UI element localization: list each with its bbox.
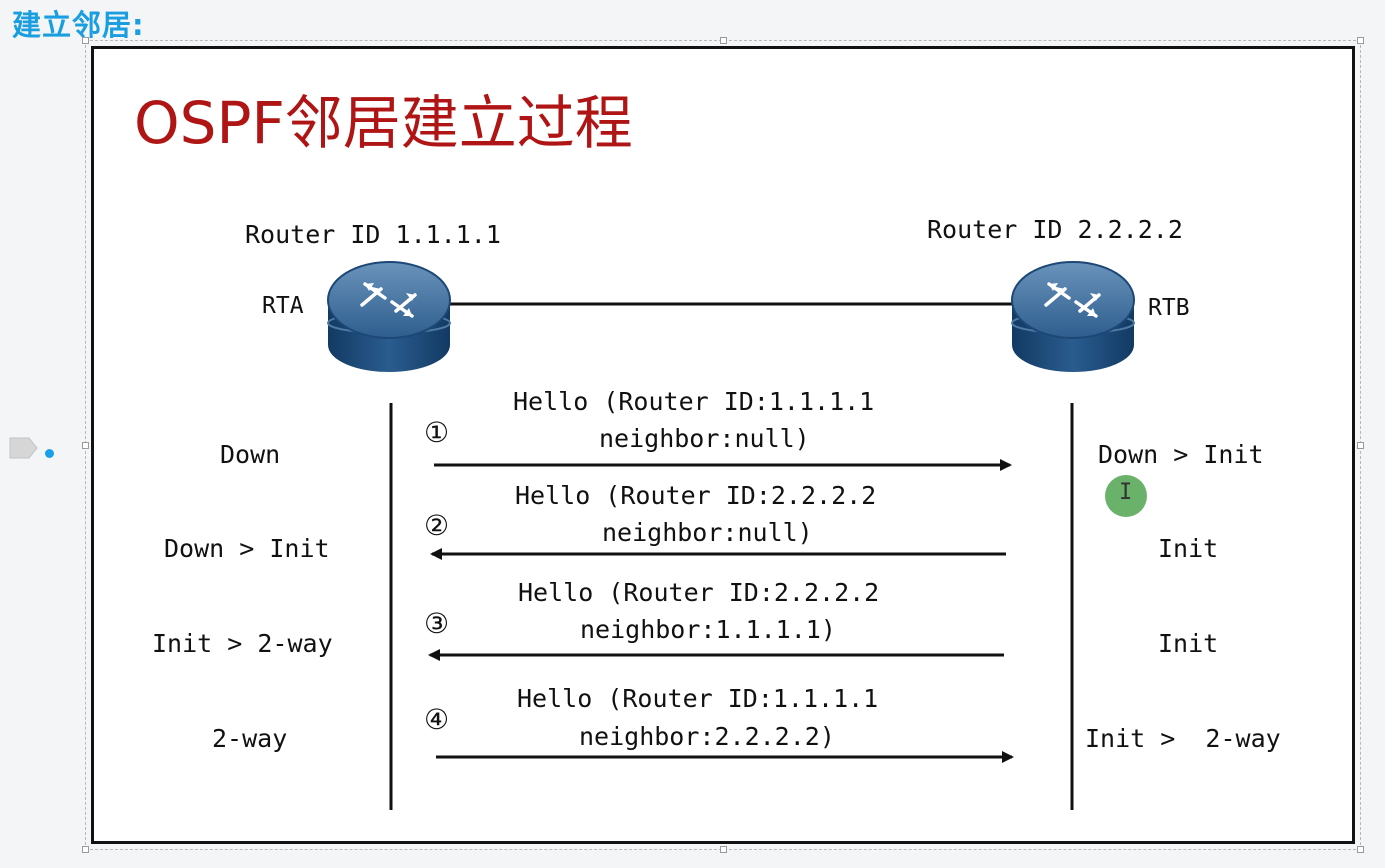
step-2-neighbor: neighbor:null)	[602, 518, 813, 547]
rtb-router-id: Router ID 2.2.2.2	[927, 215, 1183, 244]
step-1-neighbor: neighbor:null)	[599, 424, 810, 453]
step-2-number: ②	[424, 509, 449, 542]
rtb-name: RTB	[1148, 295, 1190, 321]
step-3-rta-state: Init > 2-way	[152, 629, 333, 658]
slide-marker-icon[interactable]	[9, 436, 39, 460]
resize-handle-bottom-center[interactable]	[720, 846, 727, 853]
rta-name: RTA	[262, 293, 304, 319]
step-3-hello: Hello (Router ID:2.2.2.2	[518, 578, 879, 607]
resize-handle-middle-left[interactable]	[82, 442, 89, 449]
mouse-cursor-highlight	[1105, 475, 1147, 517]
slide-canvas[interactable]	[91, 46, 1355, 844]
bullet-dot	[45, 449, 54, 458]
step-1-hello: Hello (Router ID:1.1.1.1	[513, 387, 874, 416]
step-2-rtb-state: Init	[1158, 534, 1218, 563]
resize-handle-bottom-right[interactable]	[1357, 846, 1364, 853]
rta-router-icon	[327, 261, 451, 372]
section-heading: 建立邻居:	[12, 8, 145, 42]
slide-title: OSPF邻居建立过程	[134, 89, 633, 157]
resize-handle-top-center[interactable]	[720, 37, 727, 44]
step-3-number: ③	[424, 607, 449, 640]
step-2-rta-state: Down > Init	[164, 534, 330, 563]
step-4-rta-state: 2-way	[212, 724, 287, 753]
rtb-router-icon	[1011, 261, 1135, 372]
step-4-rtb-state: Init > 2-way	[1085, 724, 1281, 753]
step-1-rtb-state: Down > Init	[1098, 440, 1264, 469]
step-1-number: ①	[424, 416, 449, 449]
selection-frame[interactable]	[82, 37, 1364, 853]
resize-handle-top-right[interactable]	[1357, 37, 1364, 44]
step-2-hello: Hello (Router ID:2.2.2.2	[515, 481, 876, 510]
step-1-rta-state: Down	[220, 440, 280, 469]
step-4-number: ④	[424, 703, 449, 736]
step-3-rtb-state: Init	[1158, 629, 1218, 658]
step-4-hello: Hello (Router ID:1.1.1.1	[517, 684, 878, 713]
text-cursor-icon: I	[1119, 480, 1133, 505]
rta-router-id: Router ID 1.1.1.1	[245, 220, 501, 249]
step-3-neighbor: neighbor:1.1.1.1)	[580, 615, 836, 644]
resize-handle-bottom-left[interactable]	[82, 846, 89, 853]
resize-handle-middle-right[interactable]	[1357, 442, 1364, 449]
resize-handle-top-left[interactable]	[82, 37, 89, 44]
step-4-neighbor: neighbor:2.2.2.2)	[579, 722, 835, 751]
